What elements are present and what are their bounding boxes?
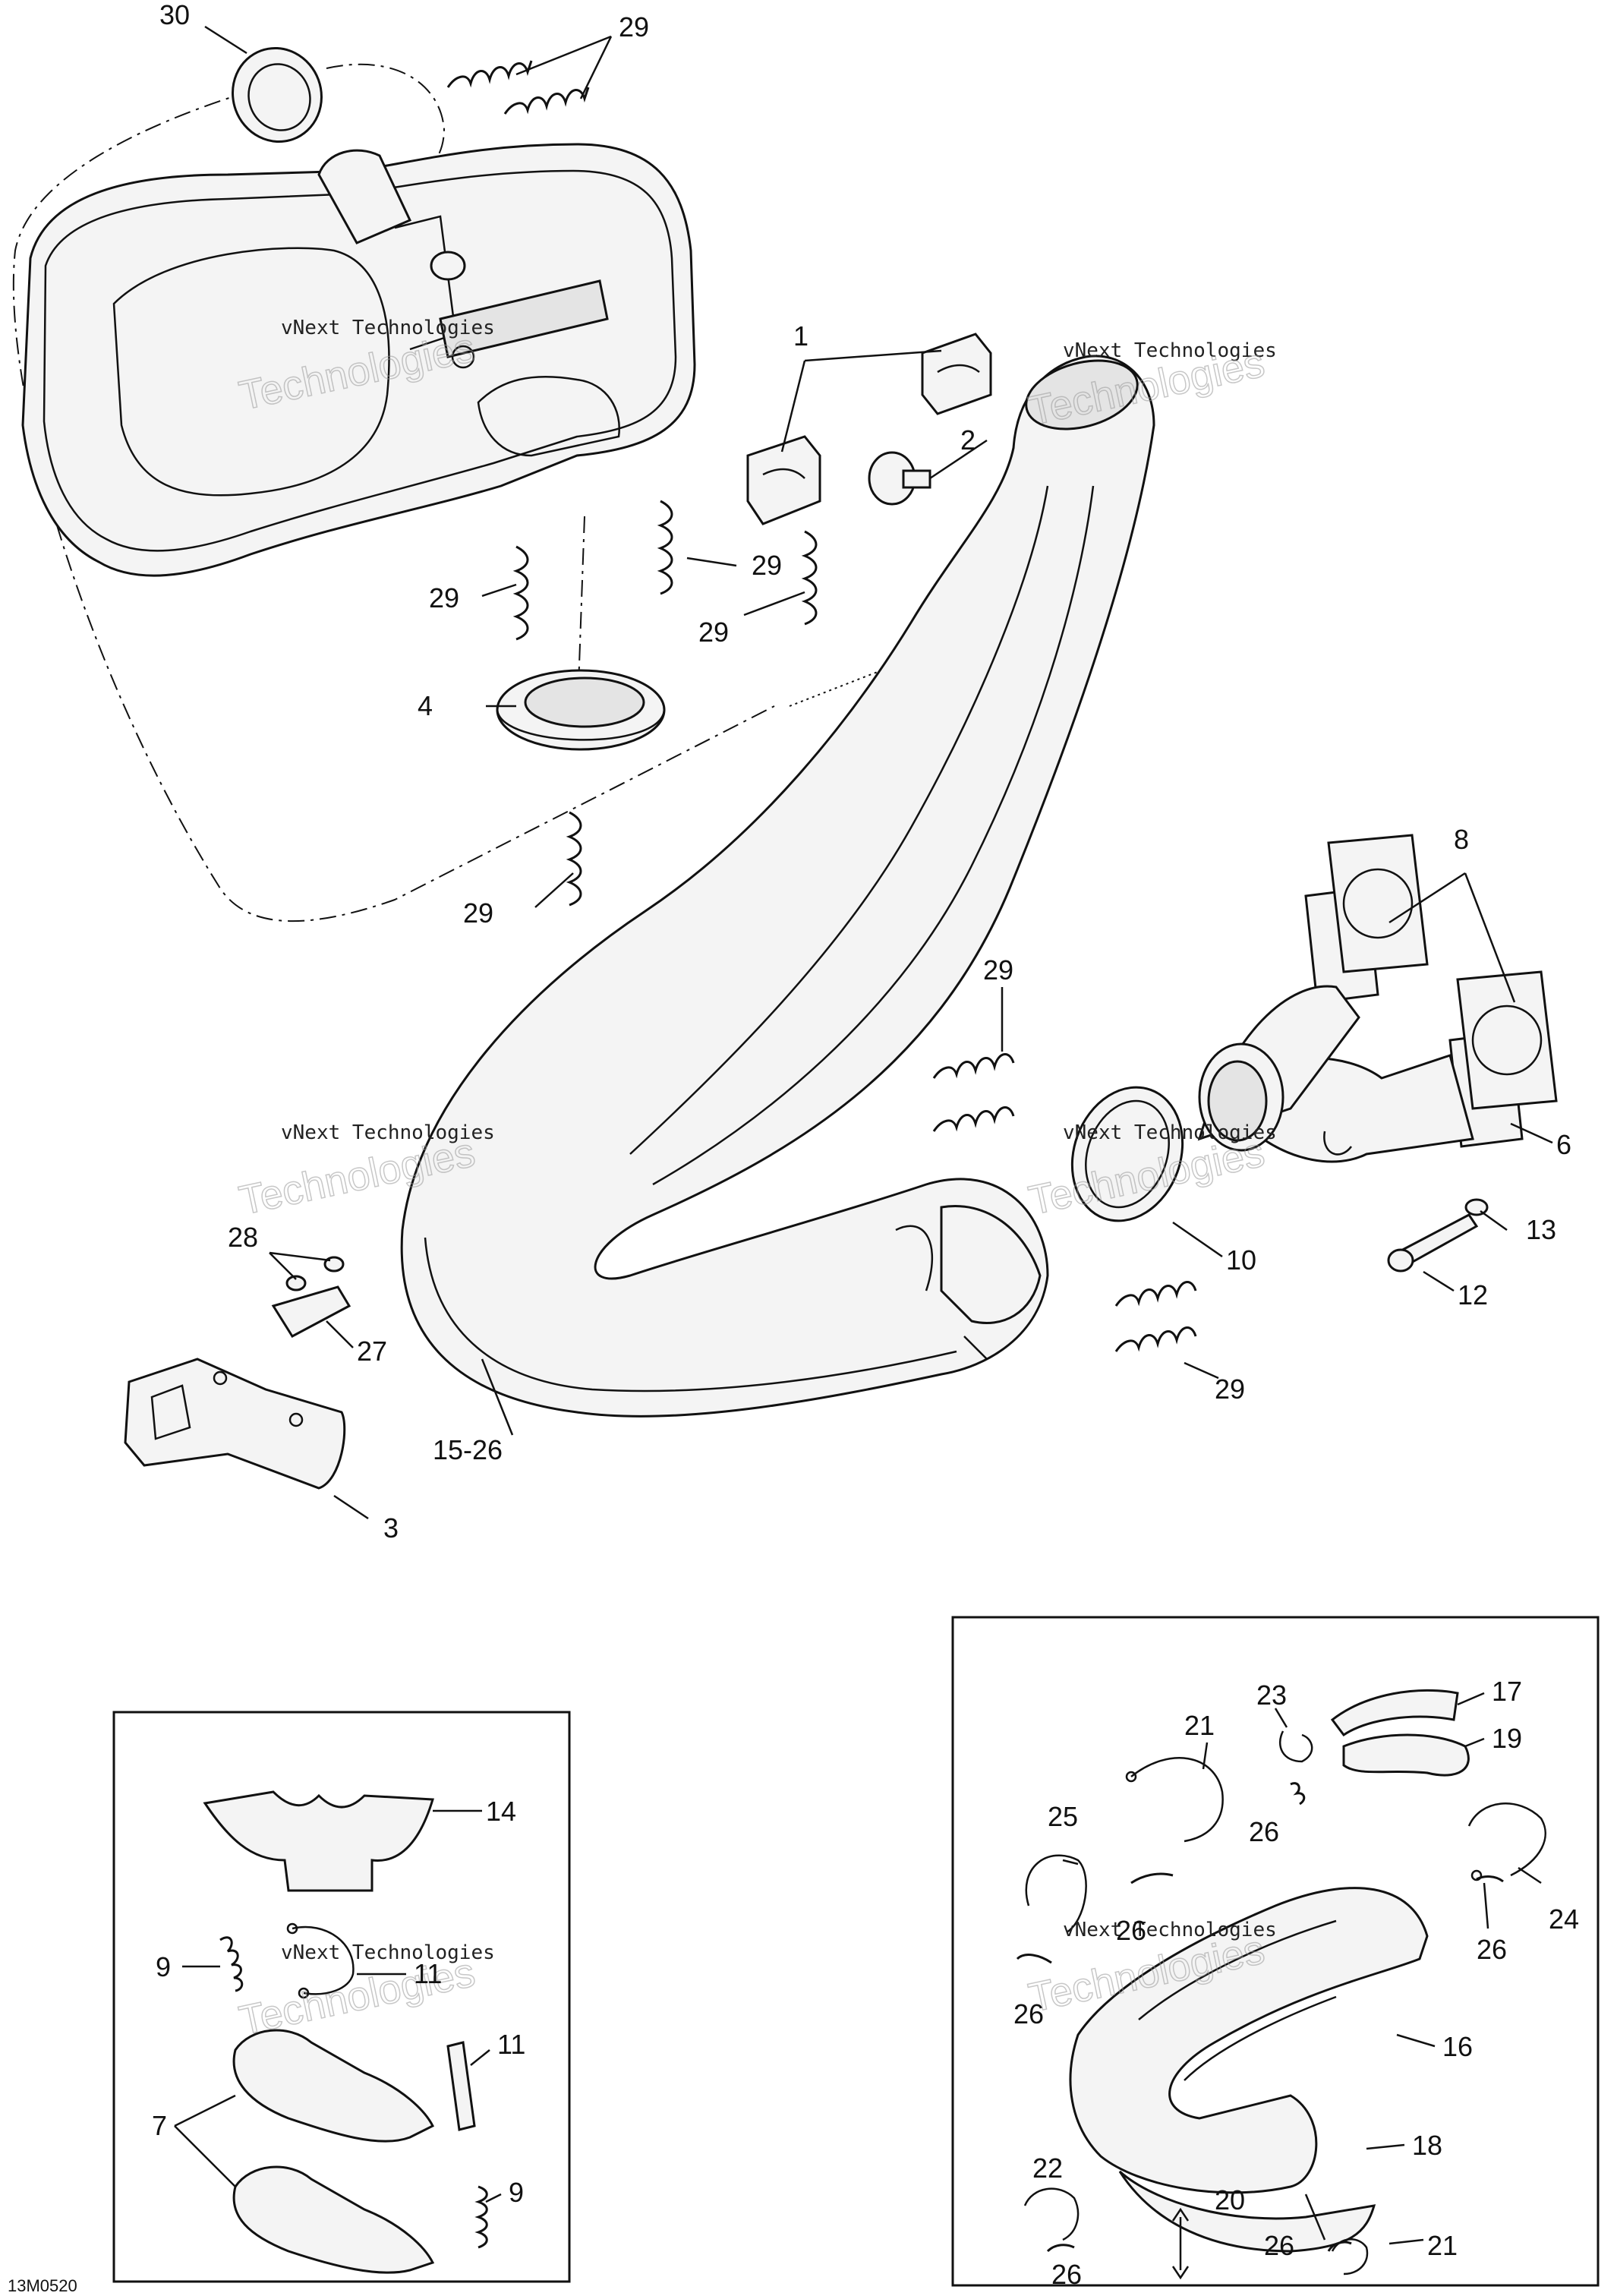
svg-text:vNext Technologies: vNext Technologies (281, 1941, 495, 1964)
callout-6: 6 (1556, 1129, 1571, 1160)
spring-29-manifold (1114, 1281, 1197, 1352)
clamp-22 (1023, 2187, 1080, 2241)
callout-4: 4 (418, 690, 433, 721)
callout-29: 29 (463, 897, 493, 929)
svg-text:vNext Technologies: vNext Technologies (281, 317, 495, 339)
callout-26: 26 (1477, 1934, 1507, 1965)
screw-12 (1387, 1213, 1479, 1273)
heat-shield-14 (203, 1790, 434, 1892)
callout-15-26: 15-26 (433, 1434, 503, 1465)
callout-26: 26 (1116, 1915, 1146, 1946)
callout-8: 8 (1454, 824, 1469, 855)
diagram-code: 13M0520 (8, 2276, 77, 2295)
callout-26: 26 (1249, 1816, 1279, 1847)
callout-23: 23 (1256, 1679, 1287, 1711)
spring-9-inset-bottom (474, 2185, 488, 2249)
svg-text:vNext Technologies: vNext Technologies (1063, 1121, 1277, 1144)
callout-29: 29 (983, 954, 1013, 986)
spring-29-right (801, 530, 818, 626)
clamp-24 (1467, 1802, 1546, 1881)
callout-9: 9 (509, 2177, 524, 2208)
callout-28: 28 (228, 1222, 258, 1253)
callout-16: 16 (1442, 2031, 1473, 2062)
bracket-27 (271, 1285, 351, 1338)
svg-text:vNext Technologies: vNext Technologies (1063, 339, 1277, 362)
callout-10: 10 (1226, 1244, 1256, 1276)
clamp-11-inset-bottom (446, 2041, 476, 2131)
heat-shield-18 (1118, 2170, 1376, 2253)
callout-29: 29 (698, 617, 729, 648)
cover-19 (1342, 1733, 1470, 1777)
inset-box-left (112, 1711, 571, 2283)
muffler (21, 143, 696, 577)
clamp-11-inset-top (286, 1922, 355, 1999)
callout-26: 26 (1013, 1998, 1044, 2030)
clamp-21-top (1125, 1757, 1224, 1843)
callout-17: 17 (1492, 1676, 1522, 1707)
screw-28 (285, 1256, 345, 1292)
cover-17 (1330, 1689, 1459, 1737)
callout-13: 13 (1526, 1214, 1556, 1245)
callout-19: 19 (1492, 1723, 1522, 1754)
callout-26: 26 (1051, 2259, 1082, 2290)
spring-29-top (446, 60, 590, 115)
clamp-25 (1025, 1854, 1087, 1934)
seal-ring-10 (1070, 1086, 1184, 1222)
tuned-pipe-15-26 (400, 355, 1155, 1418)
callout-18: 18 (1412, 2130, 1442, 2161)
callout-24: 24 (1549, 1903, 1579, 1935)
clamp-23 (1278, 1730, 1313, 1763)
callout-21: 21 (1427, 2230, 1458, 2261)
callout-14: 14 (486, 1796, 516, 1827)
callout-22: 22 (1032, 2152, 1063, 2184)
leader-lines (174, 25, 1553, 2245)
exhaust-ring-30 (232, 46, 323, 144)
callout-labels: 30 29 1 2 29 29 29 4 29 8 29 6 13 10 12 … (152, 0, 1579, 2290)
grommet-4 (496, 669, 666, 751)
callout-20: 20 (1215, 2184, 1245, 2216)
callout-29: 29 (619, 11, 649, 43)
manifold-gasket-8 (1327, 834, 1558, 1110)
rubber-mount-1 (746, 333, 992, 525)
callout-27: 27 (357, 1336, 387, 1367)
spring-26-set (1016, 1782, 1504, 2253)
callout-2: 2 (960, 424, 976, 456)
callout-29: 29 (429, 582, 459, 613)
callout-12: 12 (1458, 1279, 1488, 1310)
callout-11: 11 (497, 2029, 525, 2060)
spring-29-pipe (932, 1053, 1015, 1132)
svg-text:vNext Technologies: vNext Technologies (1063, 1919, 1277, 1941)
inset-box-right (951, 1616, 1600, 2287)
spring-29-mid (657, 500, 673, 595)
callout-11: 11 (414, 1958, 442, 1989)
spring-29-left (512, 545, 529, 641)
svg-text:vNext Technologies: vNext Technologies (281, 1121, 495, 1144)
exhaust-manifold-6 (1197, 887, 1524, 1163)
callout-9: 9 (156, 1951, 171, 1982)
callout-3: 3 (383, 1512, 399, 1544)
spring-9-inset-top (219, 1936, 244, 1992)
spring-29-lower (566, 811, 582, 907)
pipe-16 (1069, 1887, 1429, 2194)
callout-25: 25 (1048, 1801, 1078, 1832)
support-3 (124, 1358, 346, 1490)
assembly-outline (12, 90, 775, 922)
callout-1: 1 (793, 320, 808, 352)
bumper-2 (868, 451, 931, 506)
callout-30: 30 (159, 0, 190, 30)
callout-29: 29 (752, 550, 782, 581)
callout-21: 21 (1184, 1710, 1215, 1741)
callout-29: 29 (1215, 1374, 1245, 1405)
manifold-half-7 (232, 2029, 435, 2274)
callout-7: 7 (152, 2110, 167, 2141)
callout-26: 26 (1264, 2230, 1294, 2261)
